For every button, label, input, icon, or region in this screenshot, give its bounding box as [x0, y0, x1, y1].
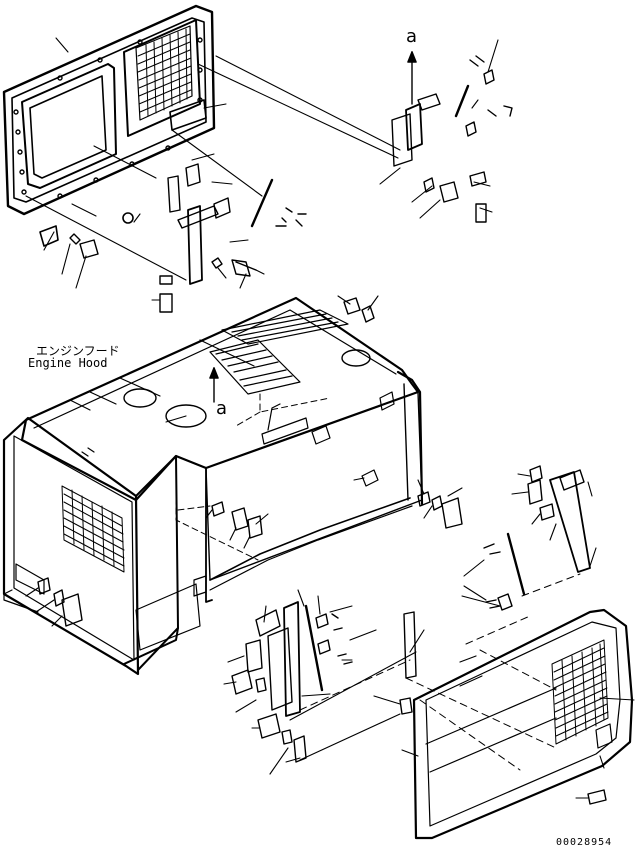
engine-hood-body — [2, 296, 424, 676]
drawing-number: 00028954 — [556, 837, 613, 848]
lower-side-door — [412, 608, 634, 840]
view-arrow-upper — [407, 51, 417, 105]
view-arrow-lower — [209, 367, 219, 403]
hood-hardware — [37, 297, 463, 627]
callout-japanese: エンジンフード — [36, 344, 120, 358]
lower-leader-lines — [223, 473, 635, 799]
door-louver — [135, 25, 193, 121]
callout-english: Engine Hood — [28, 356, 108, 370]
top-vent-rear — [209, 309, 349, 395]
front-grille — [61, 485, 125, 573]
upper-leader-lines — [25, 37, 499, 301]
view-marker-upper-label: a — [406, 26, 418, 47]
upper-side-door — [2, 4, 216, 247]
lower-door-hardware — [231, 465, 607, 805]
hood-leader-lines — [25, 295, 463, 627]
hood-hidden-lines — [175, 393, 331, 561]
lower-door-louver — [551, 639, 609, 745]
view-marker-lower-label: a — [216, 398, 228, 419]
upper-door-hardware — [69, 55, 513, 313]
lower-hidden-lines — [299, 573, 581, 771]
